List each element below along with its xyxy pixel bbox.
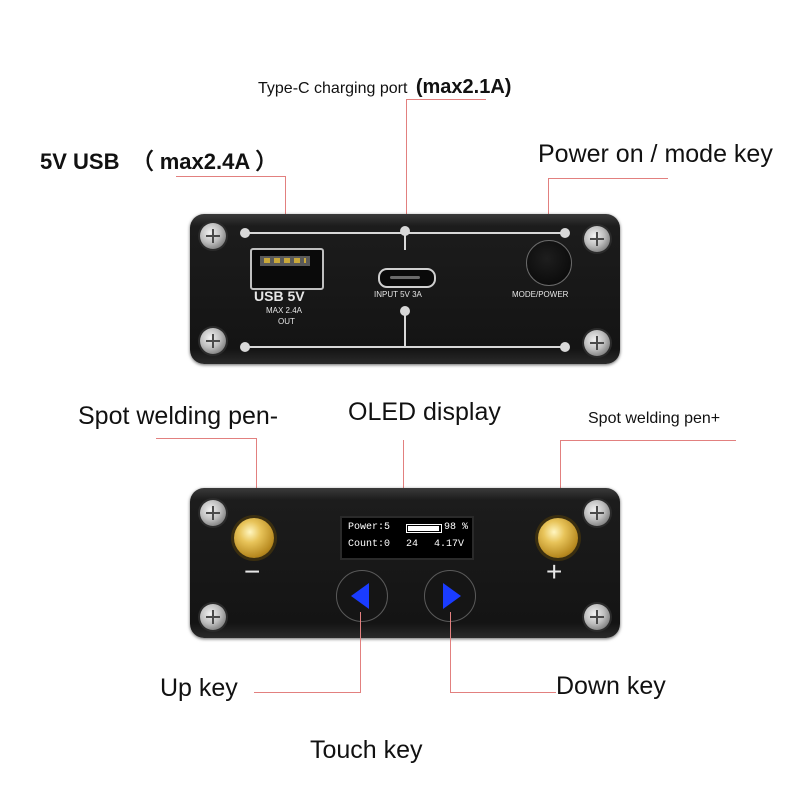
front-dot-tl — [240, 228, 250, 238]
spot-pen-plus-label: Spot welding pen+ — [588, 410, 721, 427]
oled-count-value: 24 — [406, 539, 419, 550]
mode-power-silk-label: MODE/POWER — [512, 290, 569, 299]
leader-usb-h — [176, 176, 286, 177]
usb-silk-sub2: OUT — [278, 317, 295, 326]
leader-down-v — [450, 612, 451, 692]
front-screw-tl — [200, 223, 226, 249]
spot-pen-plus-terminal[interactable] — [538, 518, 578, 558]
front-panel: USB 5V MAX 2.4A OUT INPUT 5V 3A MODE/POW… — [190, 214, 620, 364]
back-screw-bl — [200, 604, 226, 630]
typec-silk-label: INPUT 5V 3A — [374, 290, 422, 299]
leader-up-v — [360, 612, 361, 692]
leader-minus-v — [256, 438, 257, 524]
front-dot-br — [560, 342, 570, 352]
leader-oled-v — [403, 440, 404, 524]
oled-count-label: Count:0 — [348, 539, 391, 550]
usb-silk-sub1: MAX 2.4A — [266, 306, 303, 315]
oled-screen: Power:5 98 % Count:0 24 4.17V — [340, 516, 474, 560]
typec-port-label-text: Type-C charging port — [258, 80, 408, 97]
oled-voltage: 4.17V — [434, 539, 465, 550]
plus-symbol: + — [546, 556, 563, 587]
back-screw-br — [584, 604, 610, 630]
usb-output-label: 5V USB （ max2.4A ） — [40, 144, 278, 176]
power-mode-key-label: Power on / mode key — [538, 140, 773, 168]
oled-display-label: OLED display — [348, 398, 501, 426]
usb-a-port-contacts — [264, 258, 306, 263]
back-panel — [190, 488, 620, 638]
oled-battery-fill — [408, 526, 440, 531]
front-dot-bl — [240, 342, 250, 352]
leader-plus-v — [560, 440, 561, 524]
typec-port-label-max: (max2.1A) — [415, 76, 512, 98]
back-screw-tr — [584, 500, 610, 526]
typec-port-tongue — [390, 276, 420, 279]
typec-port-label: Type-C charging port (max2.1A) — [258, 76, 511, 99]
mode-power-button[interactable] — [526, 240, 572, 286]
usb-a-port[interactable] — [250, 248, 324, 290]
minus-symbol: − — [244, 556, 261, 587]
back-screw-tl — [200, 500, 226, 526]
leader-plus-h — [560, 440, 736, 441]
front-silk-center-top — [404, 232, 406, 250]
oled-battery-percent: 98 % — [444, 522, 469, 533]
leader-minus-h — [156, 438, 256, 439]
right-arrow-icon — [443, 583, 461, 609]
front-dot-bc — [400, 306, 410, 316]
front-screw-bl — [200, 328, 226, 354]
usb-silk-label: USB 5V — [254, 288, 305, 304]
up-touch-key[interactable] — [336, 570, 388, 622]
front-screw-br — [584, 330, 610, 356]
up-key-label: Up key — [160, 674, 238, 702]
usb-output-label-text: 5V USB — [40, 149, 120, 174]
down-key-label: Down key — [556, 672, 666, 700]
typec-port[interactable] — [378, 268, 436, 288]
front-dot-tc — [400, 226, 410, 236]
front-silk-center-bottom — [404, 310, 406, 348]
left-arrow-icon — [351, 583, 369, 609]
oled-power-label: Power:5 — [348, 522, 391, 533]
oled-battery-bar — [406, 524, 442, 533]
touch-key-label: Touch key — [310, 736, 423, 764]
spot-pen-minus-terminal[interactable] — [234, 518, 274, 558]
front-dot-tr — [560, 228, 570, 238]
spot-pen-minus-label: Spot welding pen- — [78, 402, 279, 430]
leader-typec-h — [406, 99, 486, 100]
front-screw-tr — [584, 226, 610, 252]
usb-output-label-max: （ max2.4A ） — [131, 149, 278, 174]
leader-down-h — [450, 692, 556, 693]
leader-typec-v — [406, 99, 407, 271]
leader-up-h — [254, 692, 361, 693]
leader-mode-h — [548, 178, 668, 179]
